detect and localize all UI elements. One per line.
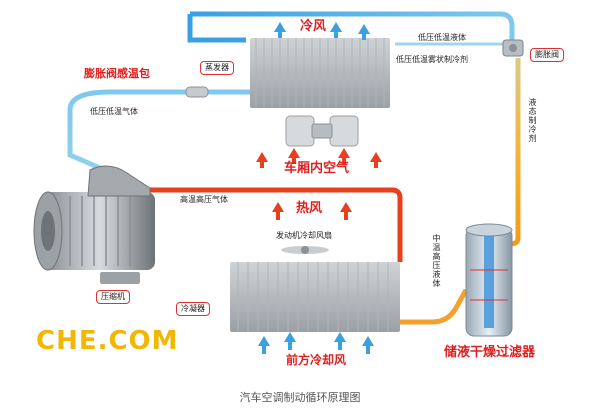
hot-air-arrows [272, 202, 352, 220]
evap-inlet-pipe [187, 14, 246, 43]
condenser-label: 冷凝器 [176, 302, 210, 316]
liquid-refrigerant-label: 液态制冷剂 [528, 98, 537, 143]
discharge-pipe [150, 187, 403, 262]
expansion-bulb [185, 86, 209, 98]
hot-air-label: 热风 [296, 201, 323, 216]
expansion-valve-label: 膨胀阀 [530, 48, 564, 62]
evaporator [250, 38, 390, 108]
cold-air-label: 冷风 [300, 19, 327, 34]
cabin-air-label: 车厢内空气 [284, 161, 350, 176]
figure-caption: 汽车空调制动循环原理图 [239, 391, 361, 404]
engine-fan [281, 246, 329, 254]
suction-pipe [67, 89, 250, 171]
expansion-valve [502, 39, 524, 57]
expansion-valve-bulb-label: 膨胀阀感温包 [84, 67, 150, 80]
compressor-label: 压缩机 [96, 290, 130, 304]
receiver-drier [465, 223, 513, 337]
compressor [33, 165, 155, 284]
receiver-drier-label: 储液干燥过滤器 [444, 345, 536, 360]
engine-fan-label: 发动机冷却风扇 [276, 231, 332, 240]
liquid-pipe [498, 58, 521, 247]
cold-air-arrows [274, 22, 370, 40]
low-pressure-liquid-label: 低压低温液体 [418, 33, 466, 42]
blower [285, 115, 359, 147]
front-cooling-air-label: 前方冷却风 [286, 353, 347, 367]
condenser-outlet-pipe [400, 288, 469, 325]
front-air-arrows [258, 332, 374, 354]
cabin-air-arrows [256, 148, 382, 168]
top-pipe [190, 11, 515, 40]
low-pressure-mist-label: 低压低温雾状制冷剂 [396, 55, 468, 64]
condenser [230, 262, 400, 332]
high-temp-gas-label: 高温高压气体 [180, 195, 228, 204]
evaporator-label: 蒸发器 [200, 61, 234, 75]
mid-temp-liquid-label: 中温高压液体 [432, 234, 441, 288]
low-pressure-gas-label: 低压低温气体 [90, 107, 138, 116]
che-com-logo: CHE.COM [36, 326, 179, 356]
